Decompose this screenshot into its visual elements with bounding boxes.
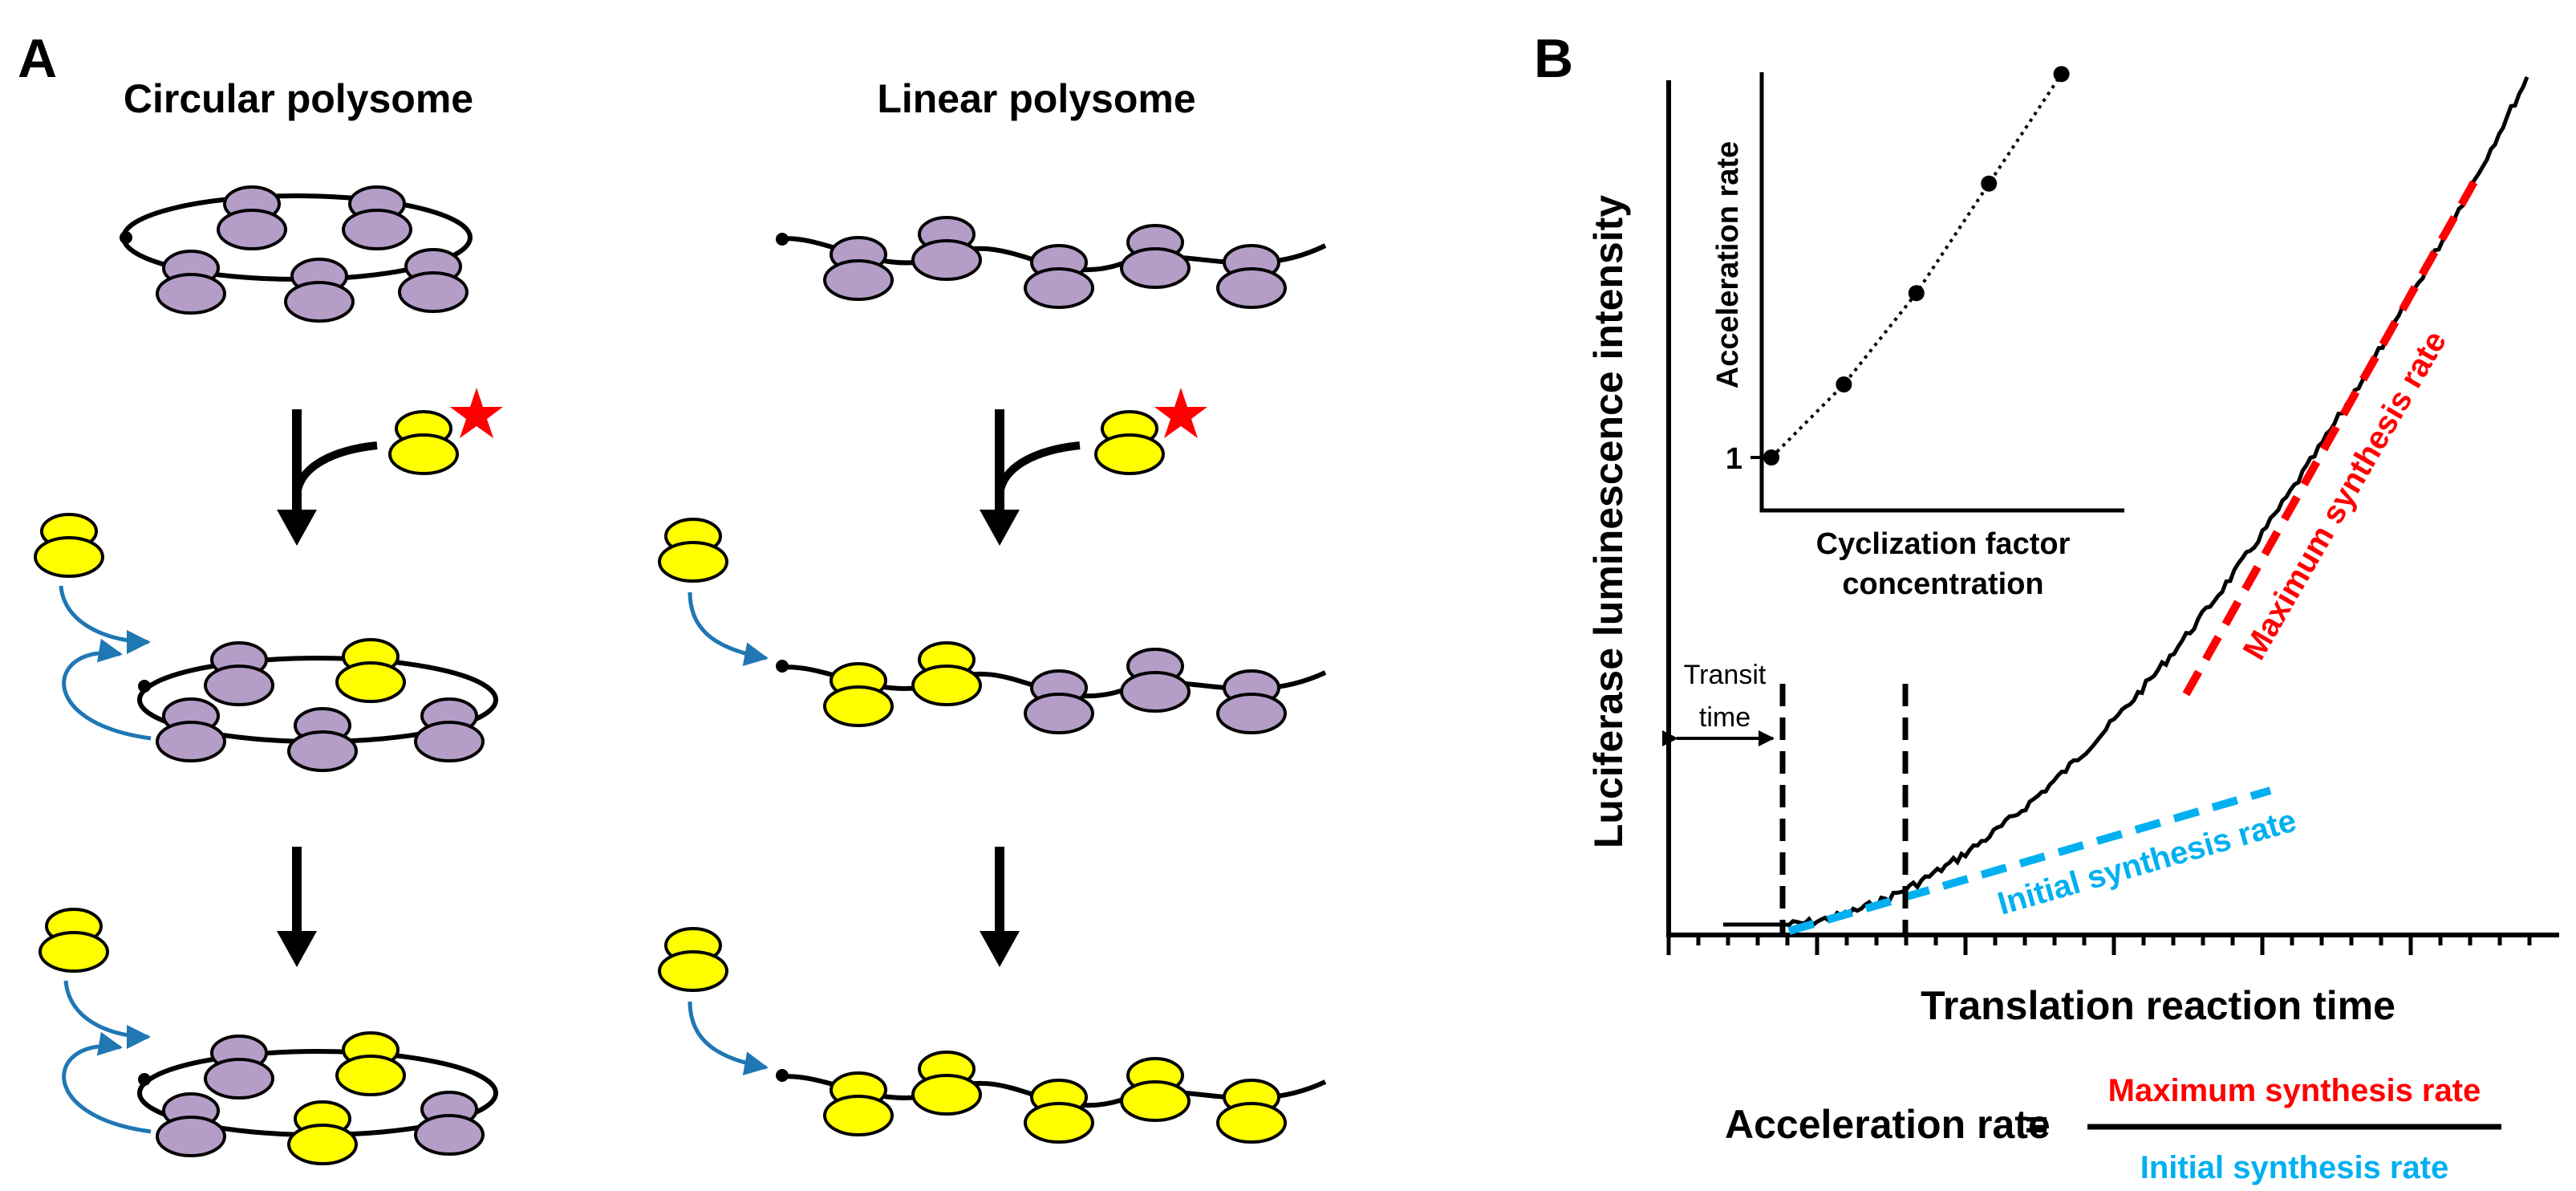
inset-chart: 1 Acceleration rate Cyclization factor c…	[1711, 66, 2124, 601]
linear-polysome-title: Linear polysome	[877, 76, 1195, 121]
panel-label-a: A	[18, 28, 57, 89]
inset-y-label: Acceleration rate	[1711, 141, 1745, 388]
x-axis-label: Translation reaction time	[1921, 983, 2395, 1028]
star-icon	[450, 388, 503, 438]
y-axis-label: Luciferase luminescence intensity	[1586, 195, 1631, 848]
inset-series-line	[1770, 73, 2063, 459]
main-axes	[1666, 80, 2559, 955]
inset-data-point	[1908, 285, 1925, 302]
formula-denominator: Initial synthesis rate	[2140, 1150, 2449, 1185]
formula-lhs: Acceleration rate	[1725, 1102, 2051, 1147]
initial-rate-line	[1787, 787, 2272, 935]
panel-label-b: B	[1534, 28, 1573, 89]
star-icon	[1154, 388, 1207, 438]
linear-polysome-full	[658, 927, 1327, 1144]
linear-arrow-1	[980, 388, 1207, 546]
inset-data-point	[2053, 66, 2070, 83]
inset-data-point	[1836, 376, 1852, 392]
luminescence-curve	[1723, 75, 2529, 928]
circular-polysome-title: Circular polysome	[124, 76, 473, 121]
inset-data-point	[1763, 449, 1779, 465]
inset-x-label-line1: Cyclization factor	[1816, 527, 2071, 561]
circular-polysome-loading	[34, 513, 498, 772]
linear-polysome-initial	[776, 216, 1327, 309]
formula-numerator: Maximum synthesis rate	[2108, 1073, 2481, 1108]
linear-polysome-loading	[658, 518, 1327, 734]
inset-y-tick-1: 1	[1726, 442, 1742, 476]
max-rate-line	[2182, 178, 2479, 697]
circular-polysome-initial	[120, 185, 473, 323]
circular-arrow-1	[277, 388, 503, 546]
circular-arrow-2	[277, 847, 317, 967]
inset-data-point	[1981, 175, 1998, 192]
transit-label-line2: time	[1699, 702, 1750, 733]
inset-x-label-line2: concentration	[1842, 567, 2043, 601]
acceleration-formula: Acceleration rate = Maximum synthesis ra…	[1725, 1073, 2501, 1185]
linear-arrow-2	[980, 847, 1020, 967]
circular-polysome-full	[39, 908, 498, 1165]
formula-equals: =	[2025, 1102, 2048, 1147]
max-rate-label: Maximum synthesis rate	[2237, 325, 2453, 665]
initial-rate-label: Initial synthesis rate	[1994, 803, 2300, 921]
transit-label-line1: Transit	[1684, 660, 1767, 690]
